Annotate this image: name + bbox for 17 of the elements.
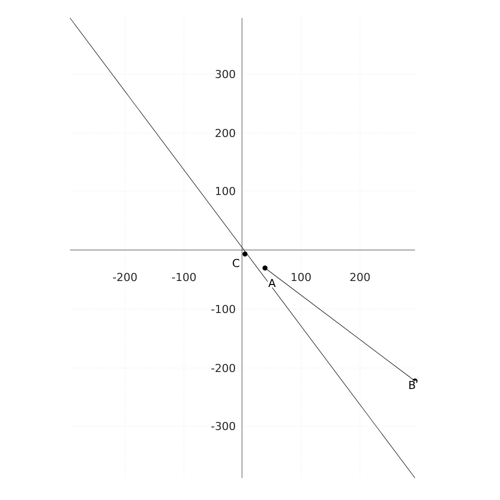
tick-label: 300 [216,70,236,78]
tick-label: 100 [216,186,236,196]
tick-label: -200 [211,364,236,372]
tick-label: 200 [216,128,236,138]
tick-label: -100 [172,272,196,282]
tick-label: -200 [113,272,137,282]
node-label: B [409,381,415,390]
tick-label: 200 [350,272,370,282]
tick-label: -100 [211,304,236,314]
tick-label: 100 [292,272,311,282]
node-label: C [232,258,240,268]
point: C [232,252,248,268]
point: B [408,378,418,390]
point: A [262,266,276,288]
node-label: A [268,279,276,288]
line-segment [264,268,416,382]
tick-label: -300 [211,422,236,430]
